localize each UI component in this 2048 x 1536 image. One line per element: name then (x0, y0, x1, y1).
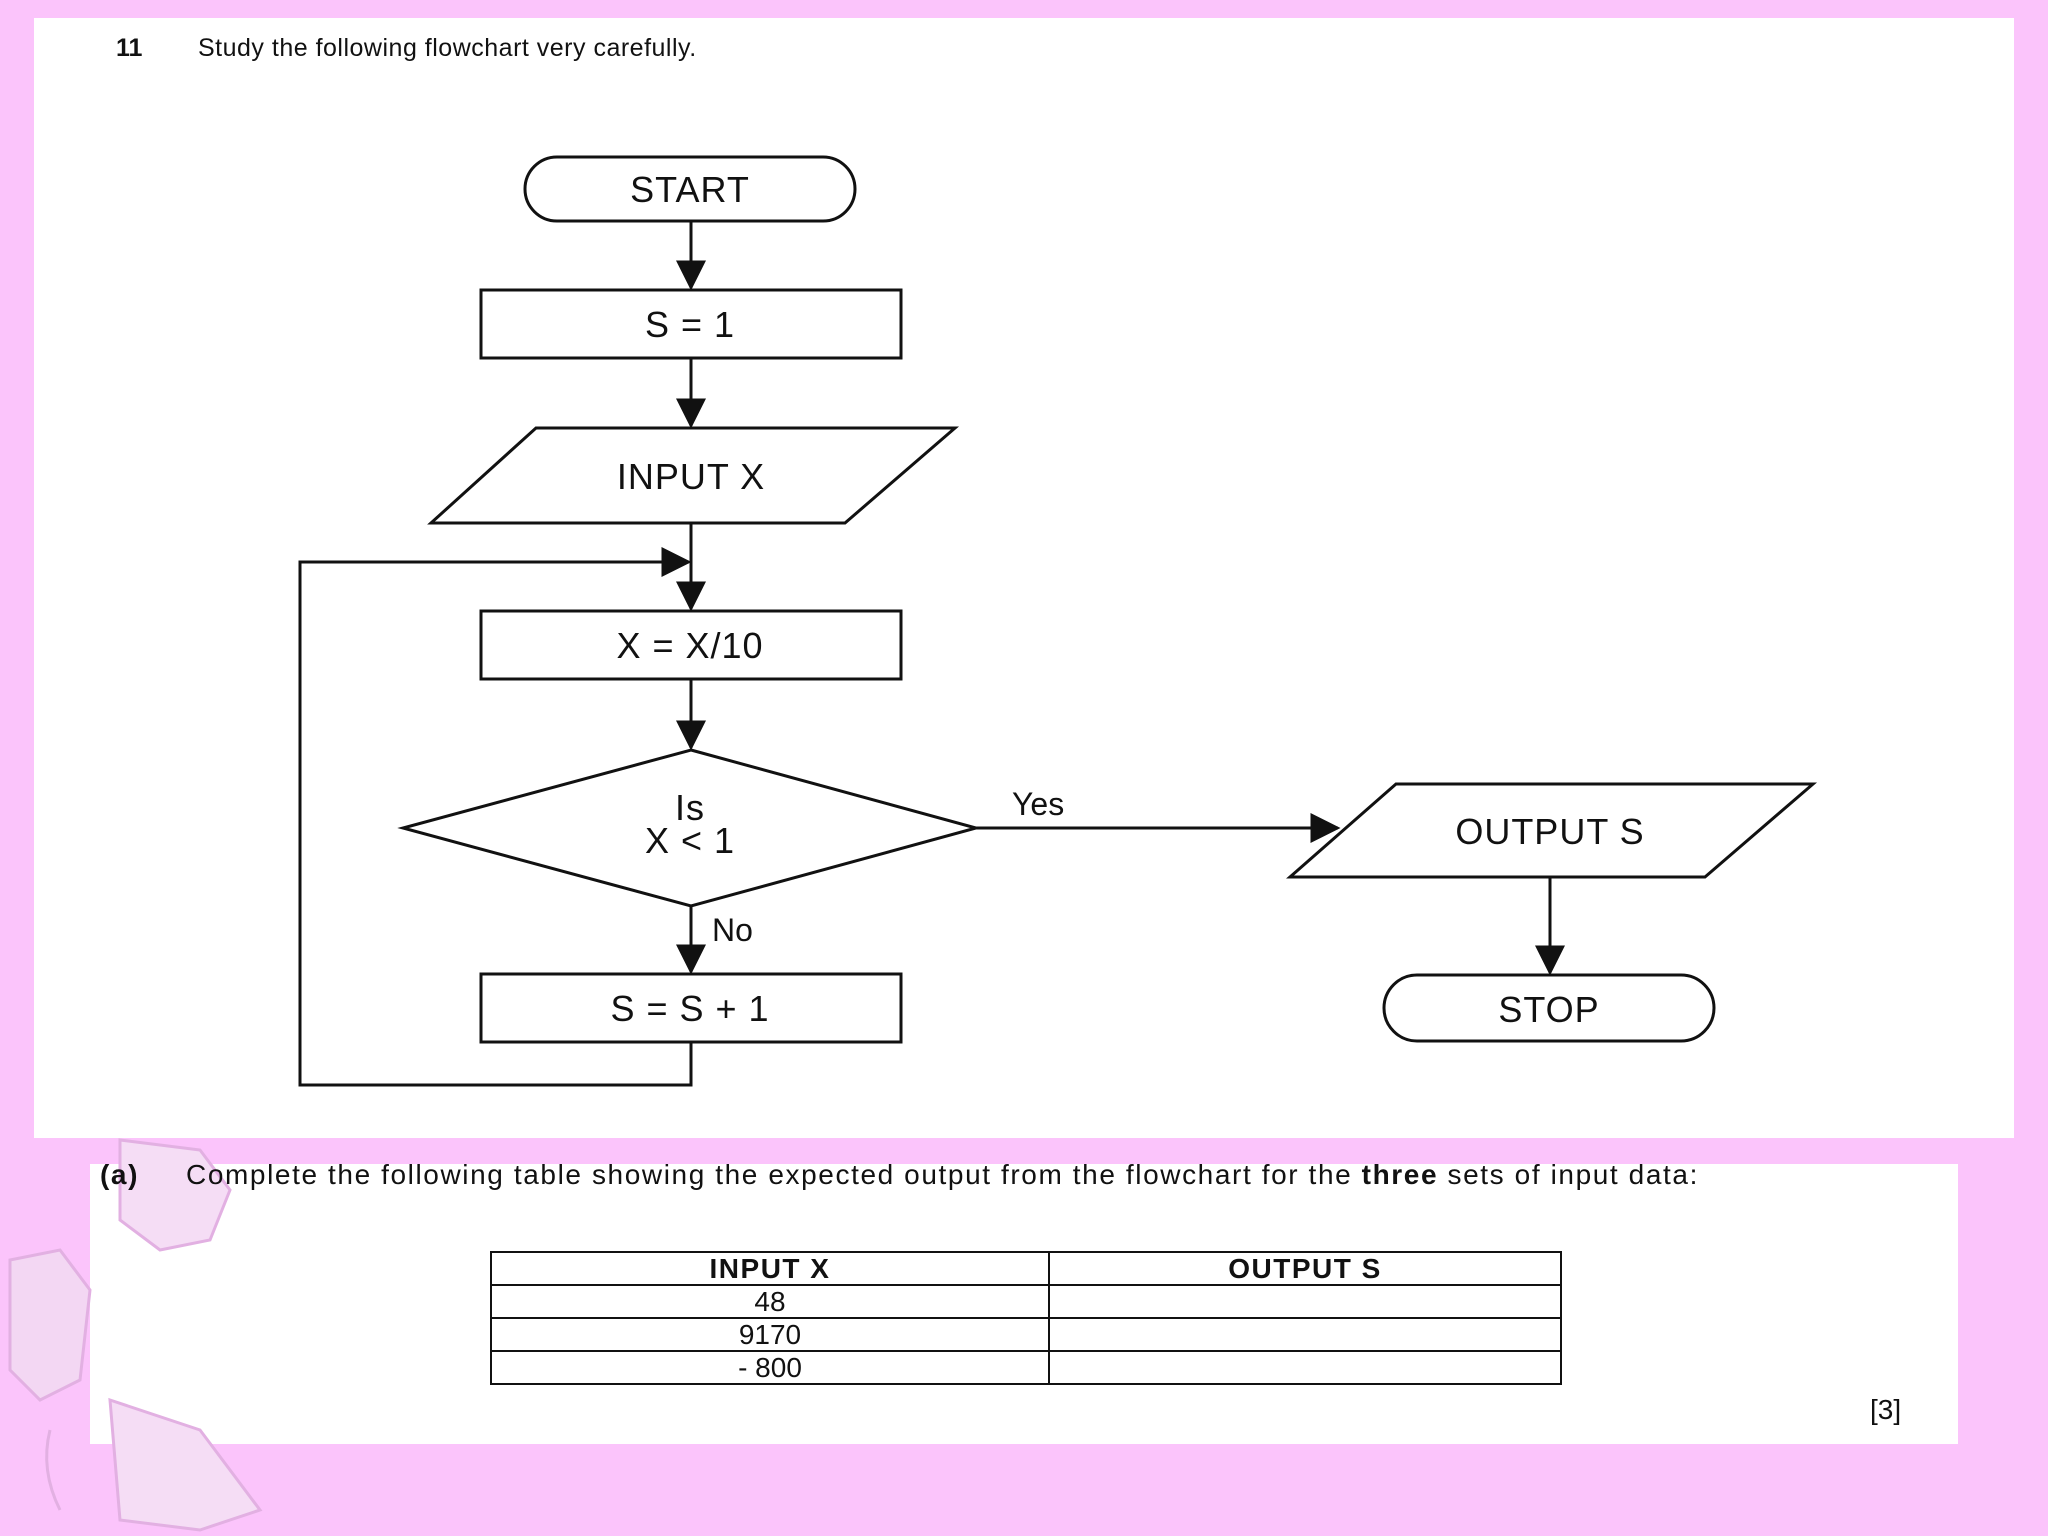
stop-label: STOP (1498, 989, 1599, 1030)
table-row: 9170 (490, 1317, 1562, 1352)
table-cell-input: 48 (490, 1284, 1050, 1319)
part-a-text-before: Complete the following table showing the… (186, 1159, 1362, 1190)
table-row: 48 (490, 1284, 1562, 1319)
input-label: INPUT X (617, 456, 765, 497)
table-cell-input: - 800 (490, 1350, 1050, 1385)
decision-label-line2: X < 1 (645, 820, 735, 861)
question-number: 11 (116, 34, 143, 62)
output-parallelogram (1286, 782, 1818, 879)
part-a-bold-word: three (1361, 1159, 1439, 1190)
table-cell-output[interactable] (1048, 1317, 1562, 1352)
increment-label: S = S + 1 (610, 988, 769, 1029)
part-a-text: Complete the following table showing the… (186, 1160, 1926, 1190)
cartoon-mascot-image (8, 1138, 263, 1532)
marks-indicator: [3] (1870, 1394, 1902, 1425)
loop-back-line (298, 547, 693, 1087)
table-row: - 800 (490, 1350, 1562, 1385)
init-label: S = 1 (645, 304, 735, 345)
flowchart-diagram: START S = 1 INPUT X X = X/10 Is X < 1 Ye… (298, 155, 1818, 1087)
output-label: OUTPUT S (1455, 811, 1644, 852)
part-a-label: (a) (100, 1159, 140, 1190)
yes-label: Yes (1012, 786, 1064, 822)
input-parallelogram (427, 426, 960, 525)
table-cell-output[interactable] (1048, 1284, 1562, 1319)
worksheet-top-panel (34, 18, 2014, 1138)
table-header-input: INPUT X (490, 1251, 1050, 1286)
decision-label-line1: Is (675, 787, 705, 828)
no-label: No (712, 912, 753, 948)
divide-label: X = X/10 (616, 625, 763, 666)
question-instruction: Study the following flowchart very caref… (198, 34, 697, 62)
input-output-table: INPUT X OUTPUT S 48 9170 - 800 (490, 1251, 1562, 1385)
table-header-row: INPUT X OUTPUT S (490, 1251, 1562, 1286)
start-label: START (630, 169, 750, 210)
part-a-text-after: sets of input data: (1438, 1159, 1699, 1190)
table-cell-input: 9170 (490, 1317, 1050, 1352)
table-cell-output[interactable] (1048, 1350, 1562, 1385)
table-header-output: OUTPUT S (1048, 1251, 1562, 1286)
